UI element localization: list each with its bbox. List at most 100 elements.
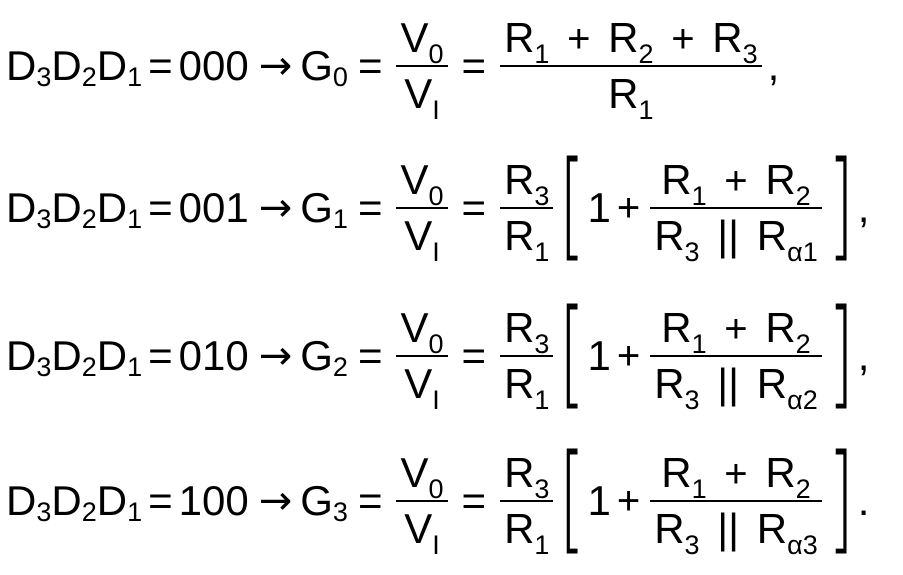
equals-sign: = xyxy=(461,184,487,231)
r-sub: α1 xyxy=(787,237,818,267)
fraction-bar xyxy=(650,500,822,502)
inner-fraction: R1 + R2 R3 || Rα2 xyxy=(650,304,822,414)
fraction-bar xyxy=(500,207,554,209)
r-symbol: R xyxy=(661,304,692,351)
coefficient-fraction: R3 R1 xyxy=(500,307,554,414)
lhs-d1-sub: 1 xyxy=(127,203,143,234)
ratio-denominator: VI xyxy=(400,67,444,124)
v-symbol: V xyxy=(404,212,433,259)
coef-numerator: R3 xyxy=(500,452,553,503)
arrow-symbol: → xyxy=(258,333,293,379)
right-bracket: ] xyxy=(828,135,854,273)
r-symbol: R xyxy=(712,14,743,61)
equals-sign: = xyxy=(357,42,383,89)
equals-sign: = xyxy=(148,184,173,231)
left-bracket: [ xyxy=(559,428,586,566)
lhs-d3-sub: 3 xyxy=(36,203,52,234)
ratio-denominator: VI xyxy=(400,502,444,559)
r-symbol: R xyxy=(608,14,639,61)
r-sub: 2 xyxy=(638,39,654,69)
lhs-d2-sub: 2 xyxy=(81,496,97,527)
equals-sign: = xyxy=(461,332,487,379)
v-symbol: V xyxy=(400,156,429,203)
equals-sign: = xyxy=(148,477,173,524)
binary-code: 010 xyxy=(178,332,249,379)
r-symbol: R xyxy=(661,449,692,496)
fraction-bar xyxy=(650,207,822,209)
r-sub: 2 xyxy=(795,181,811,211)
r-sub: α2 xyxy=(787,385,818,415)
end-punctuation: , xyxy=(857,332,870,379)
r-symbol: R xyxy=(765,304,796,351)
lhs-d3-sub: 3 xyxy=(36,351,52,382)
lhs-d1: D xyxy=(96,332,128,379)
plus-sign: + xyxy=(724,307,748,351)
coefficient-fraction: R3 R1 xyxy=(500,452,554,559)
v-sub: 0 xyxy=(428,181,444,211)
r-sub: α3 xyxy=(787,530,818,560)
constant-one: 1 xyxy=(587,184,611,231)
coef-numerator: R3 xyxy=(500,159,553,210)
lhs-d1-sub: 1 xyxy=(127,61,143,92)
r-sub: 1 xyxy=(534,39,550,69)
r-sub: 3 xyxy=(742,39,758,69)
lhs-d1: D xyxy=(96,42,128,89)
parallel-symbol: || xyxy=(717,505,740,552)
lhs-d2: D xyxy=(51,42,82,89)
equals-sign: = xyxy=(357,477,383,524)
equals-sign: = xyxy=(357,184,383,231)
lhs-d3: D xyxy=(6,184,37,231)
v-sub: 0 xyxy=(428,474,444,504)
resistor-sum: R1 + R2 + R3 xyxy=(500,14,762,68)
v-sub: I xyxy=(432,385,440,415)
r-symbol: R xyxy=(654,360,685,407)
plus-sign: + xyxy=(567,17,591,61)
v-symbol: V xyxy=(400,304,429,351)
arrow-symbol: → xyxy=(258,185,293,231)
lhs-d2-sub: 2 xyxy=(81,351,97,382)
ratio-numerator: V0 xyxy=(396,14,447,68)
equals-sign: = xyxy=(148,332,173,379)
r-sub: 1 xyxy=(534,385,550,415)
left-bracket: [ xyxy=(559,283,586,421)
inner-numerator: R1 + R2 xyxy=(657,304,814,358)
v-sub: I xyxy=(432,530,440,560)
arrow-symbol: → xyxy=(258,43,293,89)
r-sub: 3 xyxy=(534,329,550,359)
r-sub: 3 xyxy=(534,181,550,211)
v-symbol: V xyxy=(404,505,433,552)
binary-code: 100 xyxy=(178,477,249,524)
fraction-bar xyxy=(500,65,762,67)
lhs-d1-sub: 1 xyxy=(127,496,143,527)
r-symbol: R xyxy=(504,212,535,259)
binary-code: 001 xyxy=(178,184,249,231)
r-symbol: R xyxy=(756,360,788,407)
binary-code: 000 xyxy=(178,42,249,89)
coef-denominator: R1 xyxy=(500,357,553,414)
r-symbol: R xyxy=(504,14,535,61)
inner-numerator: R1 + R2 xyxy=(657,156,814,210)
gain-symbol: G xyxy=(300,184,333,231)
fraction-bar xyxy=(650,355,822,357)
r-symbol: R xyxy=(765,156,796,203)
end-punctuation: , xyxy=(857,184,870,231)
fraction-bar xyxy=(500,355,554,357)
v-symbol: V xyxy=(400,14,429,61)
lhs-d2: D xyxy=(51,184,82,231)
r-sub: 3 xyxy=(684,237,700,267)
gain-symbol: G xyxy=(300,42,333,89)
constant-one: 1 xyxy=(587,332,611,379)
fraction-bar xyxy=(500,500,554,502)
right-bracket: ] xyxy=(828,283,854,421)
resistor-ratio: R1 + R2 + R3 R1 xyxy=(500,14,762,124)
plus-sign: + xyxy=(671,17,695,61)
v-sub: 0 xyxy=(428,39,444,69)
plus-sign: + xyxy=(616,479,641,523)
ratio-denominator: VI xyxy=(400,357,444,414)
lhs-d2-sub: 2 xyxy=(81,203,97,234)
equals-sign: = xyxy=(357,332,383,379)
inner-fraction: R1 + R2 R3 || Rα3 xyxy=(650,449,822,559)
